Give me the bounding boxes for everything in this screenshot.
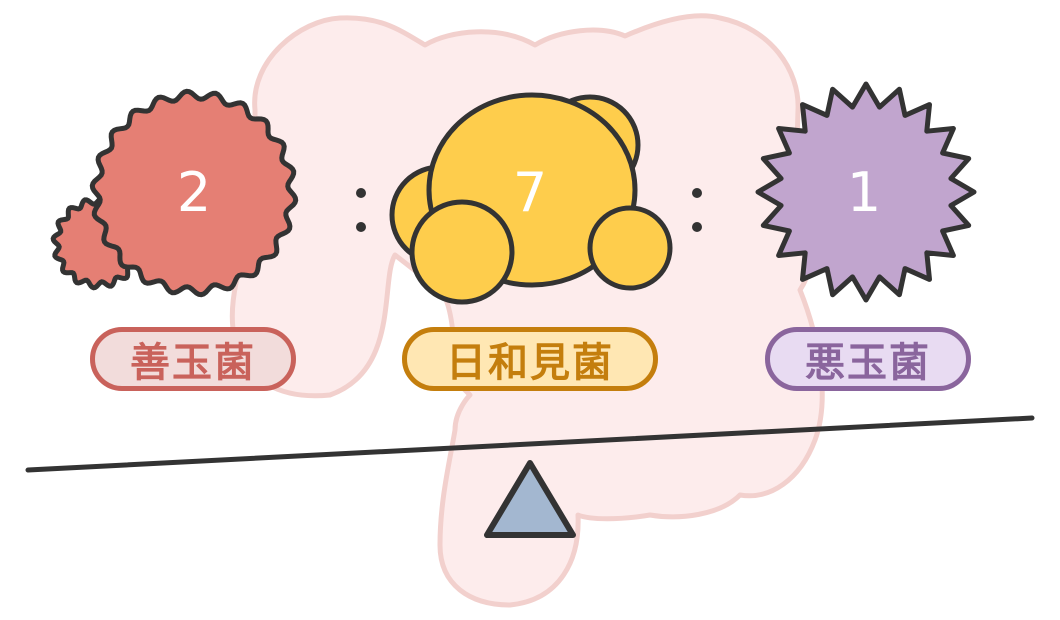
fulcrum-triangle	[484, 460, 576, 538]
good-bacteria-label: 善玉菌	[90, 327, 296, 391]
good-bacteria-icon	[50, 88, 299, 298]
ratio-separator	[356, 188, 366, 256]
ratio-separator	[692, 188, 702, 256]
bad-bacteria-label: 悪玉菌	[765, 327, 971, 391]
neutral-bacteria-ratio: 7	[512, 161, 548, 224]
neutral-bacteria-label: 日和見菌	[402, 327, 658, 391]
bad-bacteria-ratio: 1	[846, 161, 882, 224]
good-bacteria-ratio: 2	[176, 161, 212, 224]
bad-bacteria-icon	[755, 81, 977, 303]
neutral-bacteria-icon	[389, 92, 673, 305]
balance-beam	[25, 415, 1035, 473]
